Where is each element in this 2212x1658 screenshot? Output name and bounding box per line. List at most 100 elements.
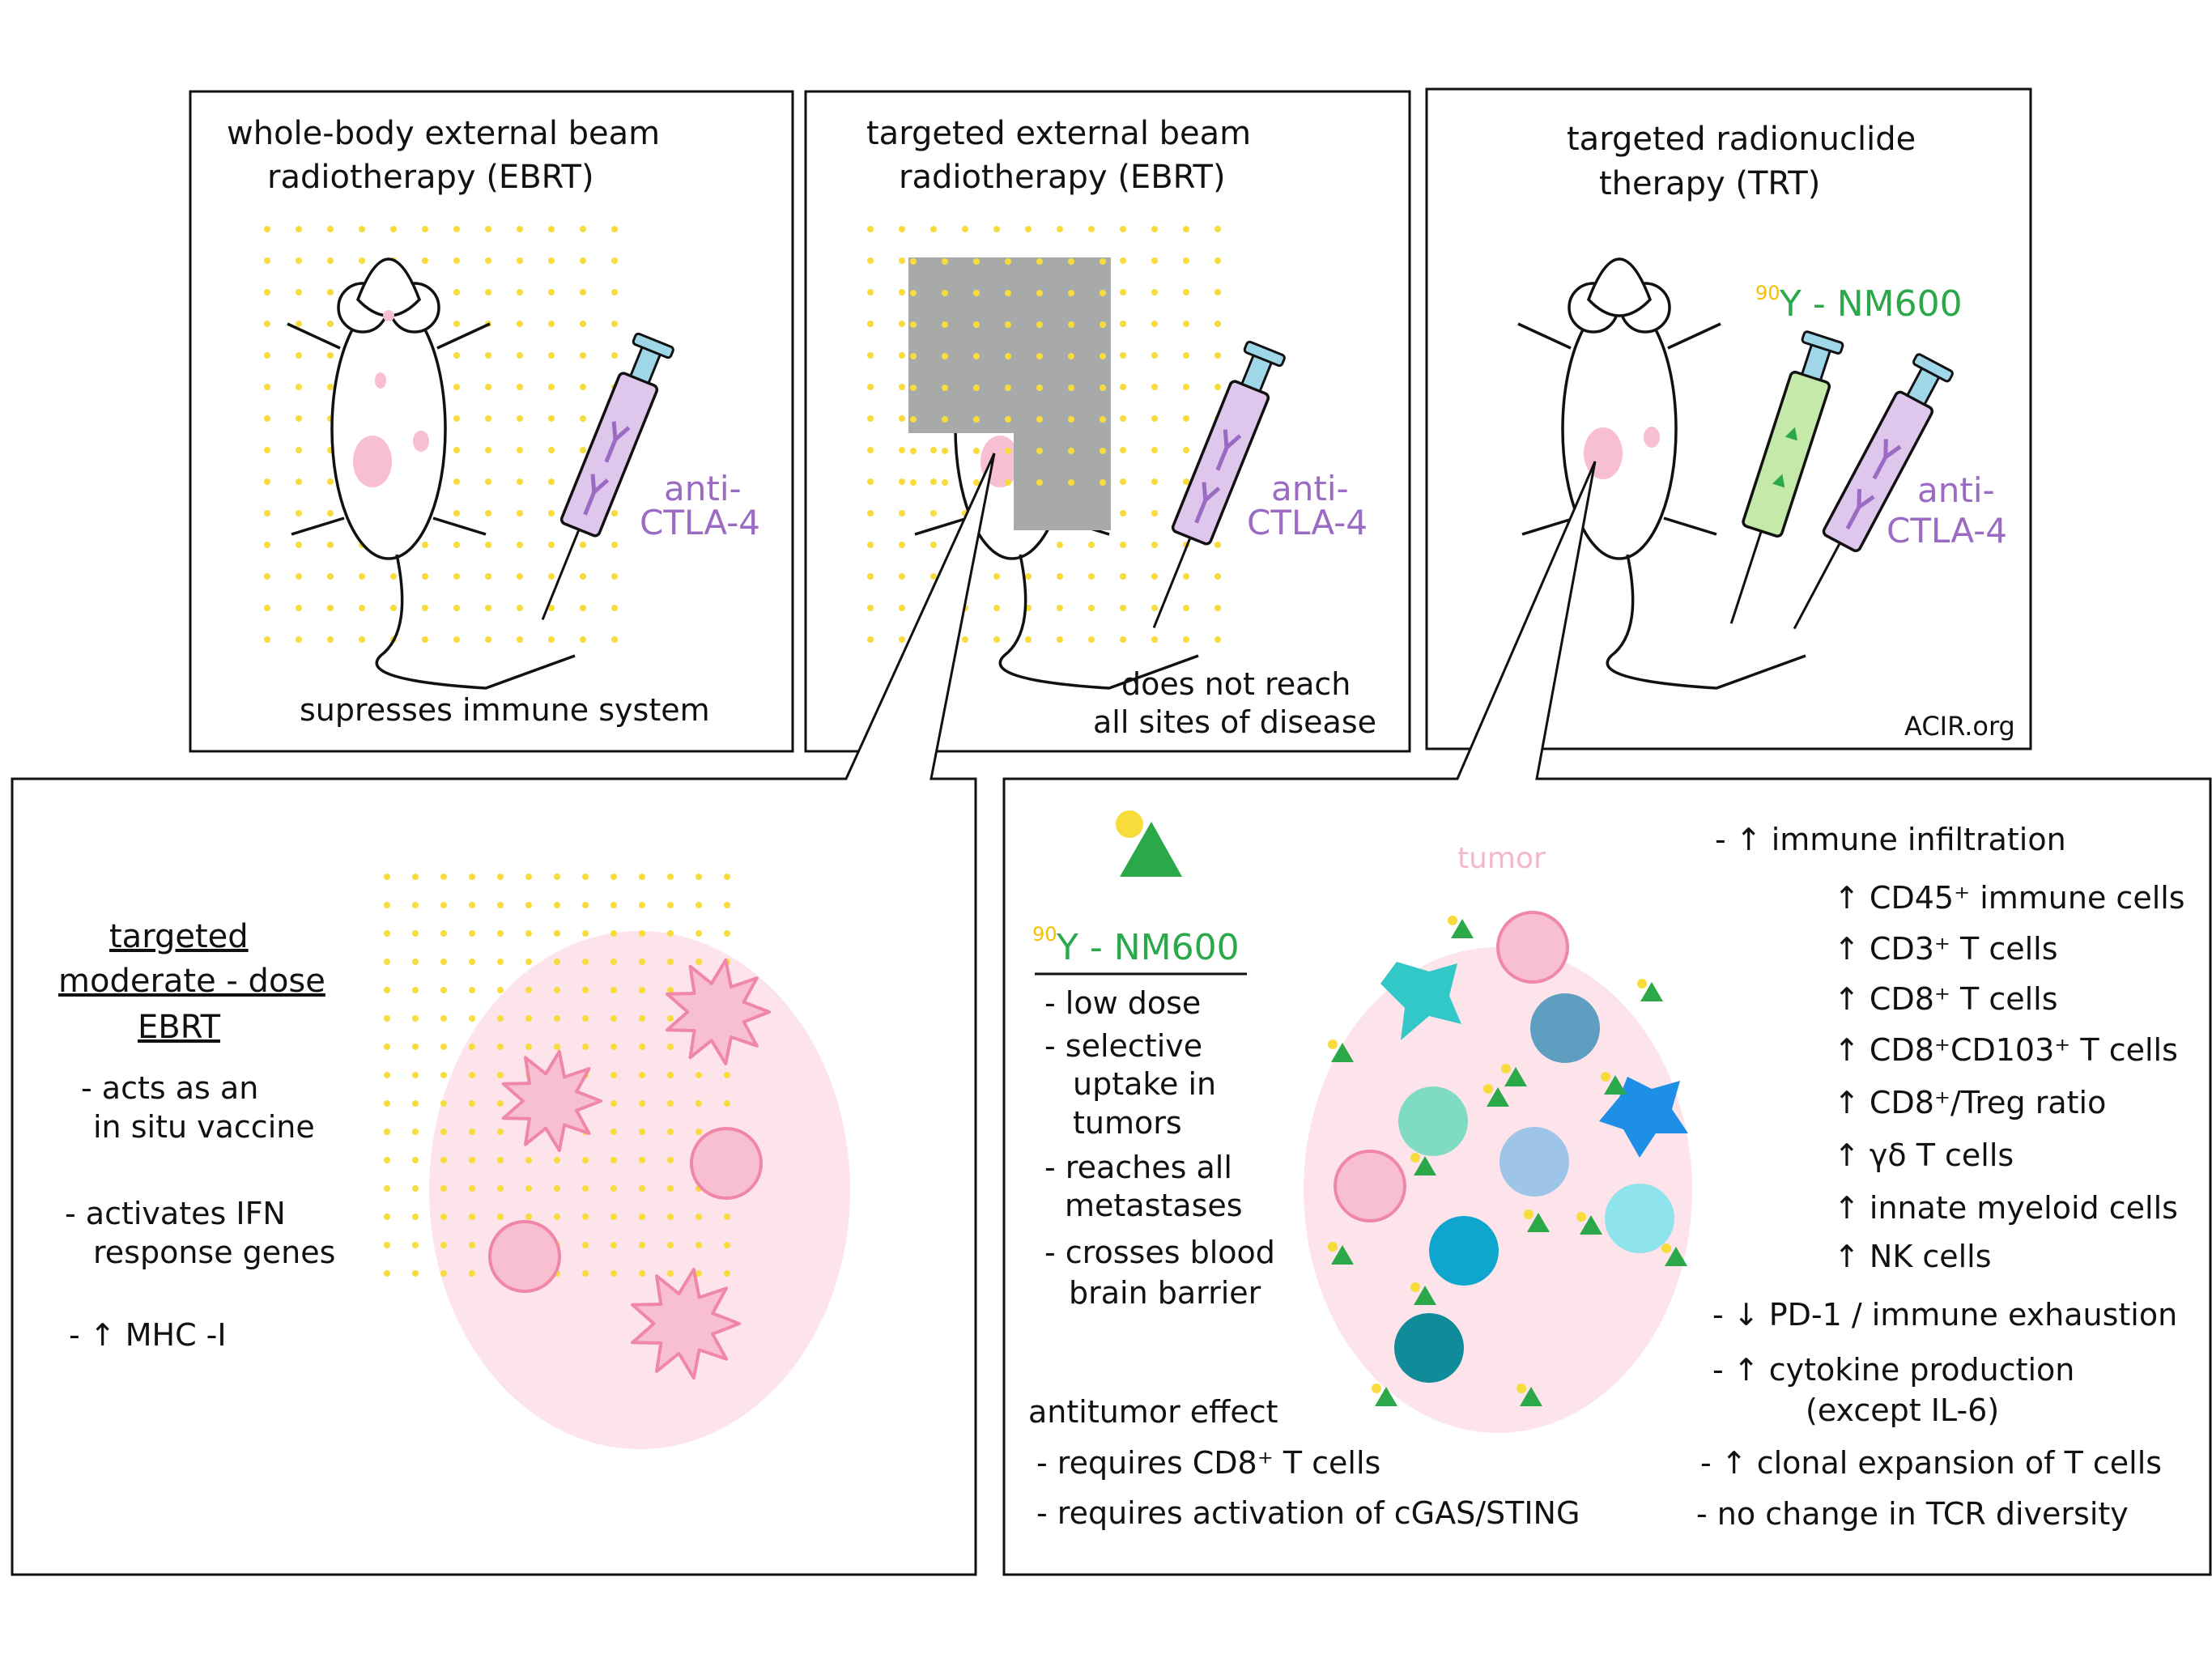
radiation-dot <box>412 987 419 993</box>
radiation-dot <box>1151 415 1158 422</box>
tcr-line: - no change in TCR diversity <box>1696 1496 2129 1532</box>
radiation-dot <box>440 1072 447 1078</box>
radiation-dot <box>610 987 617 993</box>
radiation-dot <box>422 605 428 611</box>
radiation-dot <box>296 478 302 485</box>
radiation-dot <box>440 1129 447 1135</box>
radiation-dot <box>453 510 460 517</box>
radiation-dot <box>390 605 397 611</box>
radiation-dot <box>469 1072 475 1078</box>
radiation-dot <box>611 226 618 232</box>
radiation-dot <box>724 1072 730 1078</box>
radiation-dot <box>517 352 523 359</box>
radiation-dot <box>696 930 702 937</box>
radiation-dot <box>1214 384 1221 390</box>
ebrt-bullet2-line2: response genes <box>93 1235 335 1270</box>
radiation-dot <box>582 1015 589 1022</box>
radiation-dot <box>1151 257 1158 264</box>
radiation-dot <box>422 573 428 580</box>
nm600-molecule-icon <box>1640 982 1663 1001</box>
panel2-caption-line1: does not reach <box>1121 666 1351 702</box>
radiation-dot <box>1068 321 1074 328</box>
radiation-dot <box>1100 448 1106 454</box>
panel3-isotope-label: Y - NM600 <box>1779 283 1963 325</box>
radiation-dot <box>942 290 948 296</box>
radiation-dot <box>390 573 397 580</box>
radiation-dot <box>469 902 475 908</box>
radiation-dot <box>412 930 419 937</box>
yttrium-atom-icon <box>1637 979 1647 988</box>
radiation-dot <box>497 959 504 965</box>
radiation-dot <box>327 478 334 485</box>
ebrt-bullet3: - ↑ MHC -I <box>69 1317 227 1353</box>
radiation-dot <box>517 636 523 643</box>
radiation-dot <box>867 636 874 643</box>
panel2-drug-line2: CTLA-4 <box>1247 503 1368 542</box>
radiation-dot <box>517 257 523 264</box>
radiation-dot <box>485 226 491 232</box>
radiation-dot <box>1120 352 1126 359</box>
radiation-dot <box>296 415 302 422</box>
radiation-dot <box>390 226 397 232</box>
radiation-dot <box>910 321 917 328</box>
radiation-dot <box>696 959 702 965</box>
radiation-dot <box>867 478 874 485</box>
radiation-dot <box>412 1242 419 1248</box>
ebrt-bullet1-line2: in situ vaccine <box>93 1109 315 1145</box>
immune-item-7: ↑ innate myeloid cells <box>1834 1190 2178 1226</box>
panel-whole-body-ebrt <box>189 90 794 753</box>
radiation-dot <box>264 510 270 517</box>
radiation-shield <box>908 257 1111 530</box>
radiation-dot <box>962 226 968 232</box>
radiation-dot <box>422 636 428 643</box>
radiation-dot <box>1005 416 1011 423</box>
nm600-molecule-icon <box>1414 1156 1436 1175</box>
panel1-drug-line1: anti- <box>664 469 742 508</box>
radiation-dot <box>1036 258 1043 265</box>
radiation-dot <box>517 321 523 327</box>
radiation-dot <box>525 987 532 993</box>
radiation-dot <box>910 385 917 391</box>
ebrt-heading-line1: targeted <box>109 918 249 955</box>
radiation-dot <box>942 258 948 265</box>
radiation-dot <box>554 1185 560 1192</box>
radiation-dot <box>610 930 617 937</box>
agent-point-5: - reaches all <box>1044 1150 1232 1185</box>
radiation-dot <box>1100 321 1106 328</box>
radiation-dot <box>485 510 491 517</box>
radiation-dot <box>497 1185 504 1192</box>
radiation-dot <box>327 510 334 517</box>
radiation-dot <box>867 415 874 422</box>
syringe-icon <box>541 332 674 620</box>
radiation-dot <box>899 226 905 232</box>
immune-item-3: ↑ CD8⁺ T cells <box>1834 981 2058 1017</box>
radiation-dot <box>440 902 447 908</box>
yttrium-atom-icon <box>1601 1072 1610 1082</box>
radiation-dot <box>910 448 917 454</box>
radiation-dot <box>867 447 874 453</box>
radiation-dot <box>899 478 905 485</box>
radiation-dot <box>1005 385 1011 391</box>
radiation-dot <box>384 1270 390 1277</box>
radiation-dot <box>1100 258 1106 265</box>
radiation-dot <box>359 636 365 643</box>
radiation-dot <box>899 289 905 295</box>
radiation-dot <box>696 1072 702 1078</box>
radiation-dot <box>469 1185 475 1192</box>
radiation-dot <box>667 902 674 908</box>
radiation-dot <box>1088 573 1095 580</box>
radiation-dot <box>1005 290 1011 296</box>
radiation-dot <box>610 1015 617 1022</box>
radiation-dot <box>453 605 460 611</box>
radiation-dot <box>327 321 334 327</box>
immune-item-6: ↑ γδ T cells <box>1834 1137 2014 1173</box>
radiation-dot <box>610 1100 617 1107</box>
radiation-dot <box>667 1015 674 1022</box>
radiation-dot <box>384 1157 390 1163</box>
radiation-dot <box>485 447 491 453</box>
radiation-dot <box>582 1214 589 1220</box>
radiation-dot <box>639 1157 645 1163</box>
yttrium-atom-icon <box>1483 1084 1493 1094</box>
credit-text: ACIR.org <box>1904 711 2015 742</box>
radiation-dot <box>1120 605 1126 611</box>
